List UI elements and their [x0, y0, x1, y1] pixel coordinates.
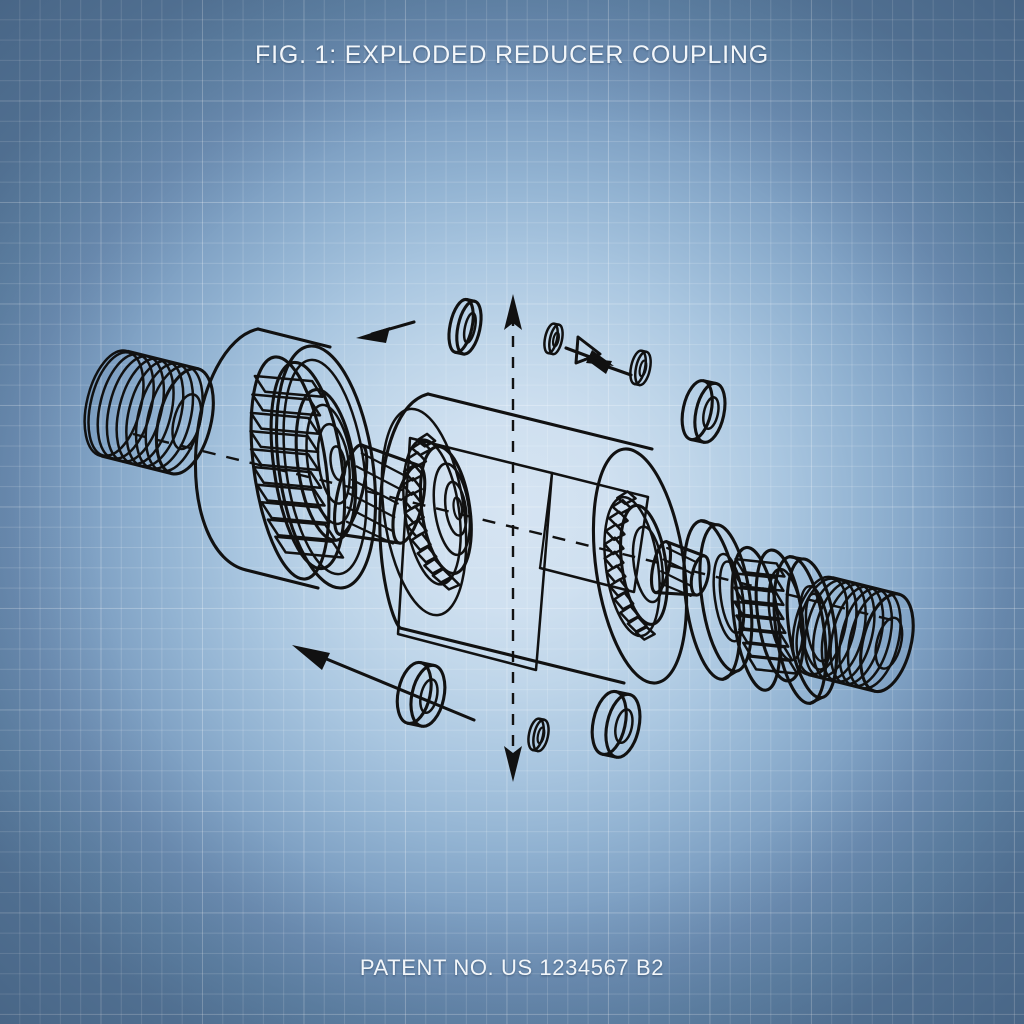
vertical-section-axis [504, 294, 522, 782]
outline-arrowhead-icon [574, 335, 602, 365]
part-output-threaded-cap [791, 575, 915, 694]
part-bearing-lower-left [395, 660, 447, 728]
arrowhead-icon [584, 358, 612, 374]
assembly-arrow-converge-right [584, 358, 633, 377]
part-reducer-body [378, 392, 689, 685]
part-shim-washer-upper-mid [543, 322, 564, 356]
part-planet-gear-right [603, 490, 711, 641]
part-input-threaded-cap [83, 349, 215, 476]
section-axis-arrow-up-icon [504, 294, 522, 330]
arrowhead-icon [356, 327, 390, 343]
center-axis-line [132, 432, 901, 624]
part-bearing-upper-right [680, 379, 727, 444]
section-axis-arrow-down-icon [504, 746, 522, 782]
patent-number-caption: PATENT NO. US 1234567 B2 [359, 955, 665, 980]
arrowhead-icon [292, 645, 330, 670]
part-shim-washer-lower-mid [527, 717, 550, 753]
assembly-target-marker [574, 335, 602, 365]
part-bearing-lower-right [590, 689, 642, 759]
assembly-arrow-lower-left [292, 645, 476, 722]
part-shim-washer-upper-right [629, 349, 652, 387]
part-planet-gear-left [401, 432, 473, 591]
assembly-arrow-upper-left [356, 320, 416, 343]
figure-title: FIG. 1: EXPLODED REDUCER COUPLING [255, 41, 769, 69]
part-input-housing-barrel [193, 327, 378, 590]
part-shim-washer-upper-left [447, 297, 483, 356]
